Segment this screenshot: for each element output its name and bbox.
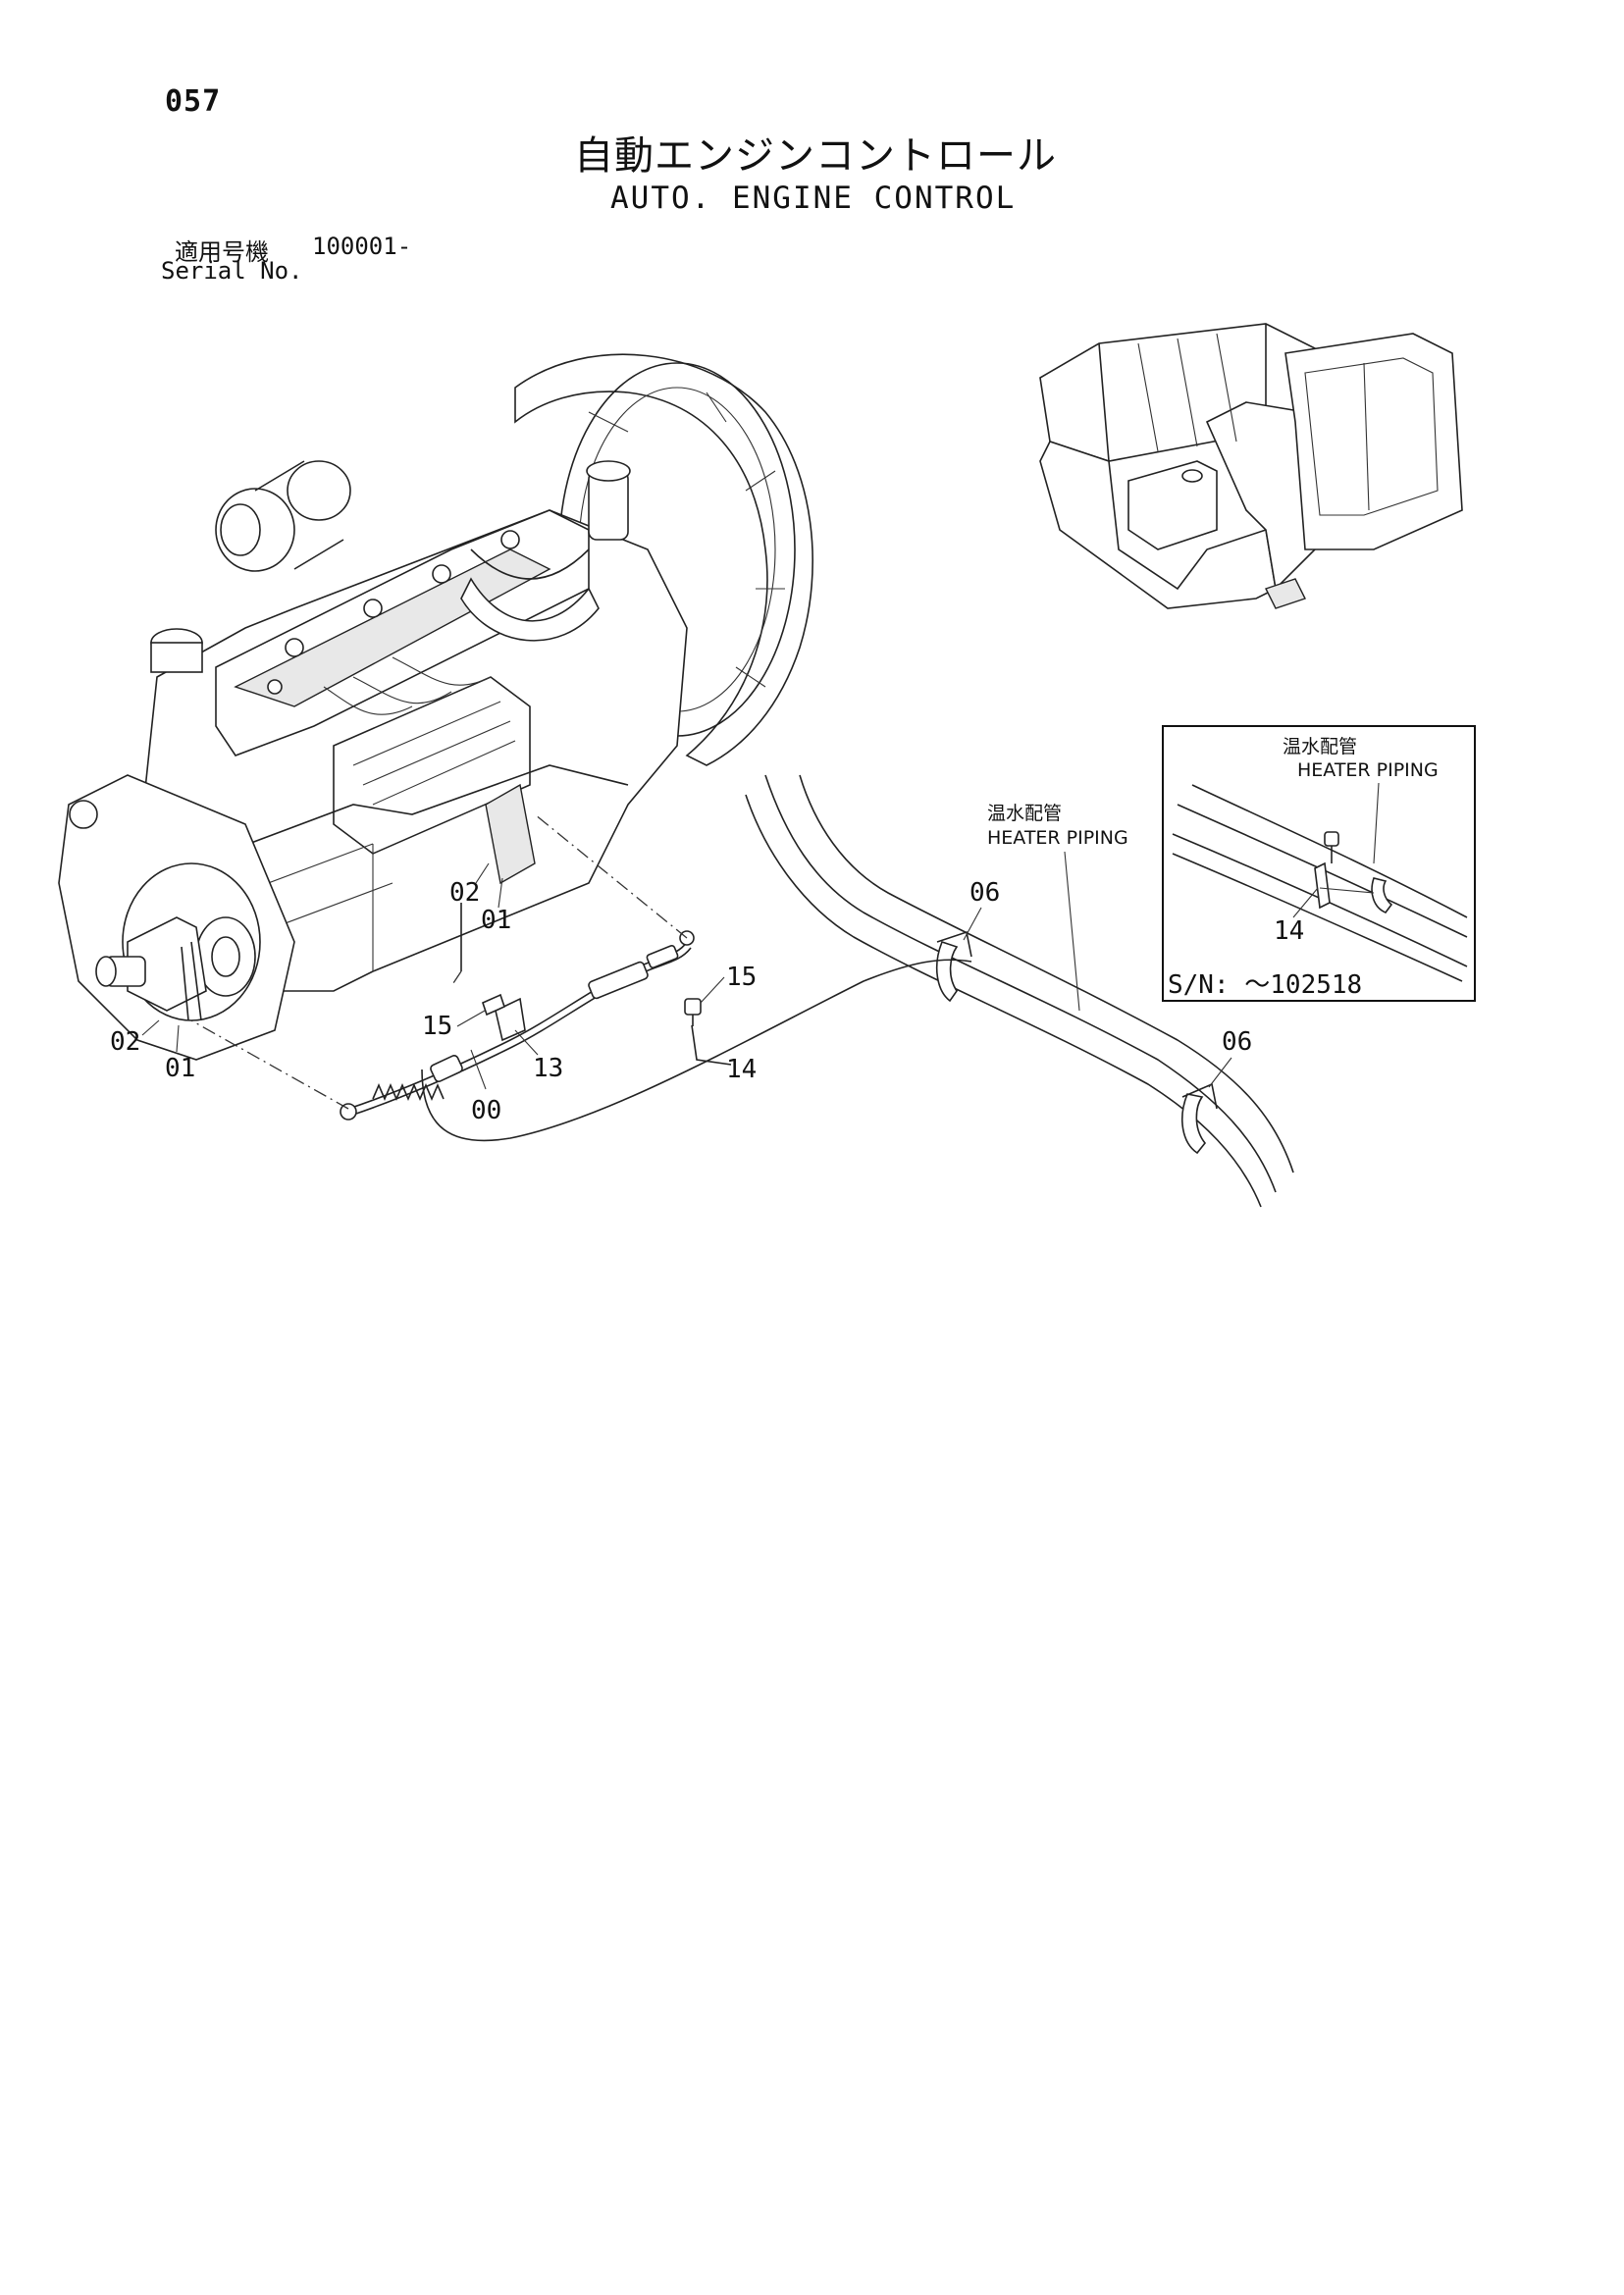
page-number: 057 [165,84,222,119]
callout-01-right: 01 [481,906,511,935]
engine-assembly [58,353,813,1061]
callout-15-lower: 15 [422,1012,452,1041]
callout-06-lower: 06 [1222,1027,1252,1057]
heater-piping [745,774,1294,1208]
serial-label-english: Serial No. [161,257,303,285]
callout-15-upper: 15 [726,963,757,992]
inset-detail: 温水配管 HEATER PIPING 14 S/N: ～102518 [1162,725,1476,1002]
callout-06-upper: 06 [969,878,1000,908]
callout-13: 13 [533,1054,563,1083]
serial-label-japanese: 適用号機 [175,238,269,266]
inset-label-jp: 温水配管 [1283,736,1357,757]
callout-14: 14 [726,1055,757,1084]
callout-00: 00 [471,1096,501,1125]
inset-callout-14: 14 [1274,916,1304,946]
callout-02-left: 02 [110,1027,140,1057]
title-english: AUTO. ENGINE CONTROL [610,181,1017,216]
title-japanese: 自動エンジンコントロール [574,133,1057,179]
inset-serial-note: S/N: ～102518 [1168,970,1362,1000]
serial-range: 100001- [312,233,412,260]
heater-piping-label-en: HEATER PIPING [987,827,1128,849]
heater-piping-label-jp: 温水配管 [987,803,1062,824]
leader-dashed [190,813,688,1110]
inset-label-en: HEATER PIPING [1297,759,1439,781]
callouts: 00 01 01 02 02 13 14 15 15 06 06 温水配管 HE… [110,803,1252,1125]
excavator-outline [1039,323,1463,609]
callout-01-left: 01 [165,1054,195,1083]
callout-02-right: 02 [449,878,480,908]
